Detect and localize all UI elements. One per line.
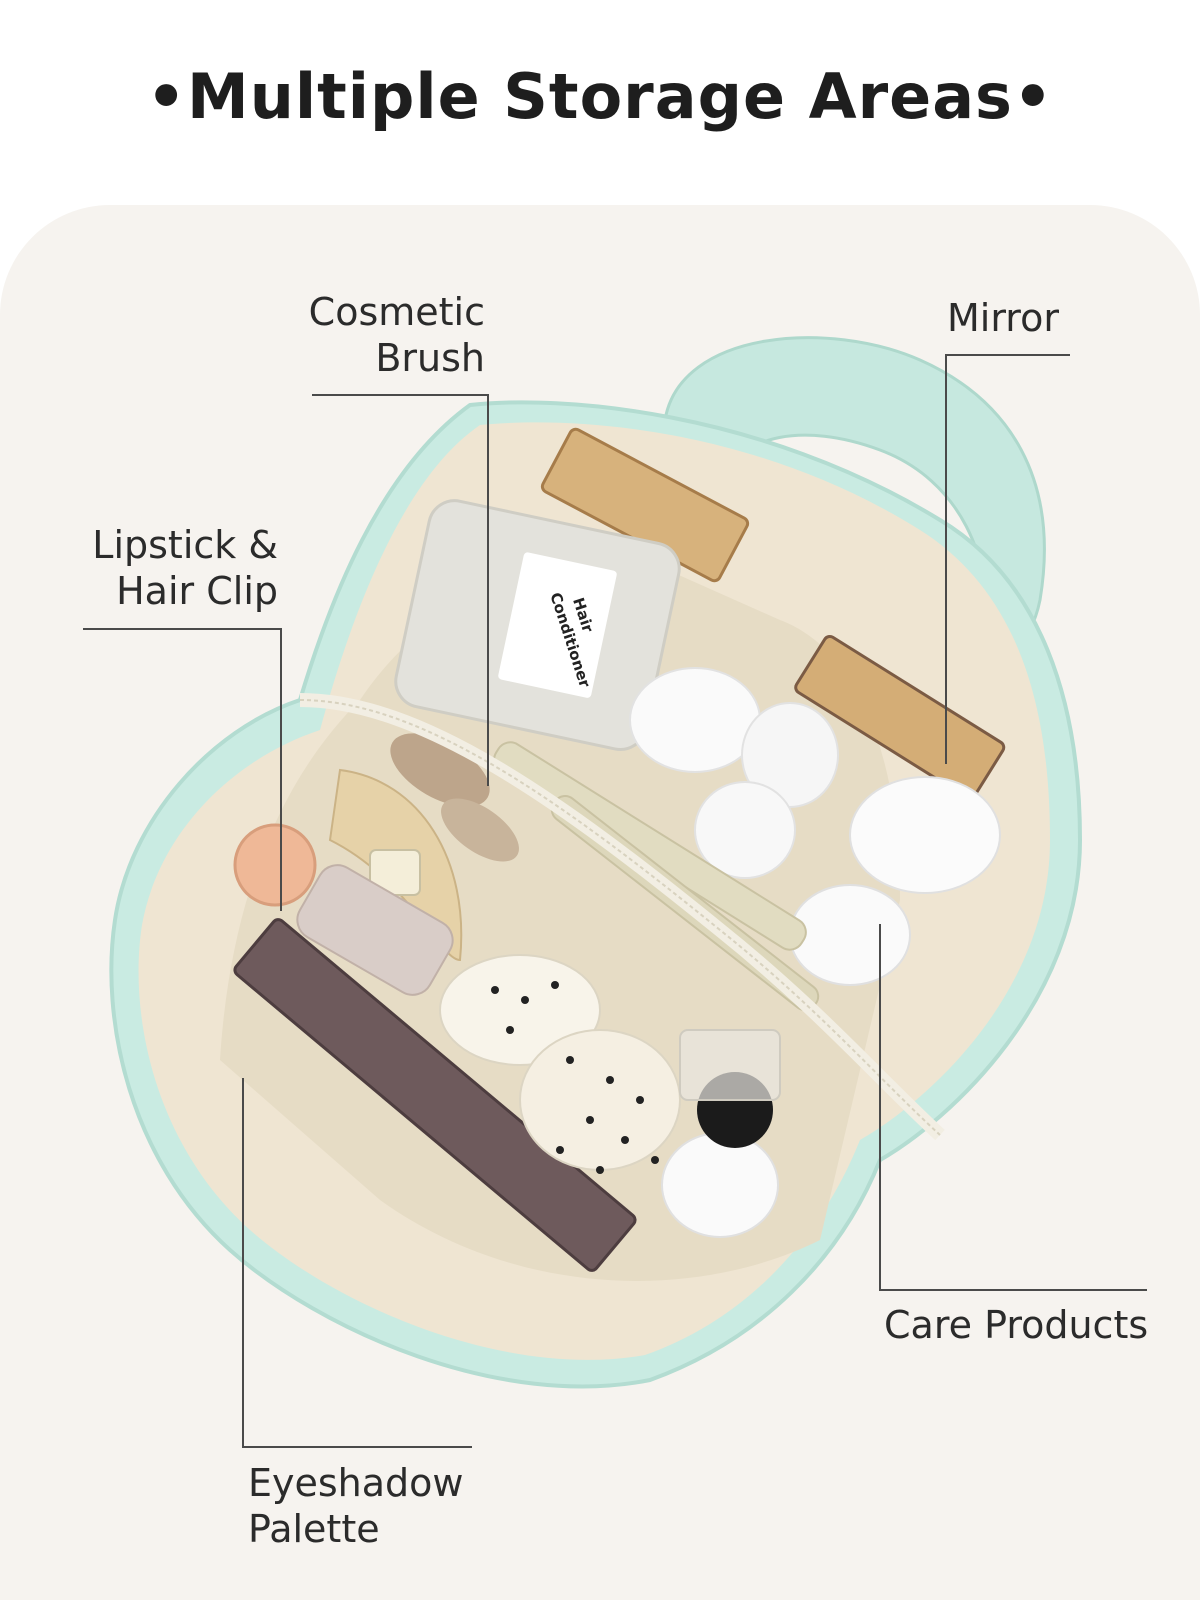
- page-title: •Multiple Storage Areas•: [146, 60, 1054, 133]
- label-care-products: Care Products: [884, 1303, 1149, 1347]
- care-leader-vertical: [879, 924, 881, 1291]
- jar-cap: [694, 781, 796, 879]
- lipstick-cap: [233, 823, 317, 907]
- care-product-bottle: [849, 776, 1001, 894]
- mirror-leader-horizontal: [945, 354, 1070, 356]
- label-mirror: Mirror: [947, 296, 1059, 340]
- brush-leader-vertical: [487, 394, 489, 786]
- jar-cap: [629, 667, 761, 773]
- eyeshadow-palette: [233, 918, 637, 1272]
- mirror-leader-vertical: [945, 354, 947, 764]
- label-cosmetic-brush-line-1: Cosmetic: [308, 290, 485, 334]
- lip-gloss: [296, 864, 454, 996]
- label-lipstick-hair-clip: Lipstick & Hair Clip: [60, 522, 278, 614]
- polka-dot-scrunchie: [439, 954, 681, 1174]
- label-lipstick-line-2: Hair Clip: [116, 569, 278, 613]
- label-cosmetic-brush: Cosmetic Brush: [250, 289, 485, 381]
- conditioner-label: [498, 552, 617, 698]
- brush-bristles: [441, 798, 519, 862]
- care-product-bottle: [789, 884, 911, 986]
- brush-leader-horizontal: [312, 394, 489, 396]
- label-cosmetic-brush-line-2: Brush: [375, 336, 485, 380]
- label-eyeshadow-line-1: Eyeshadow: [248, 1461, 464, 1505]
- glass-bottle: [679, 1029, 781, 1101]
- care-leader-horizontal: [879, 1289, 1147, 1291]
- lipstick-leader-horizontal: [83, 628, 282, 630]
- label-eyeshadow-palette: Eyeshadow Palette: [248, 1460, 464, 1552]
- mirror-panel: [794, 634, 1006, 800]
- care-product-jar: [661, 1132, 779, 1238]
- brush-bristles: [390, 733, 490, 807]
- label-lipstick-line-1: Lipstick &: [92, 523, 278, 567]
- eyeshadow-leader-horizontal: [242, 1446, 472, 1448]
- lipstick-leader-vertical: [280, 628, 282, 911]
- zipper-teeth: [299, 699, 941, 1136]
- label-eyeshadow-line-2: Palette: [248, 1507, 380, 1551]
- eyeshadow-leader-vertical: [242, 1078, 244, 1448]
